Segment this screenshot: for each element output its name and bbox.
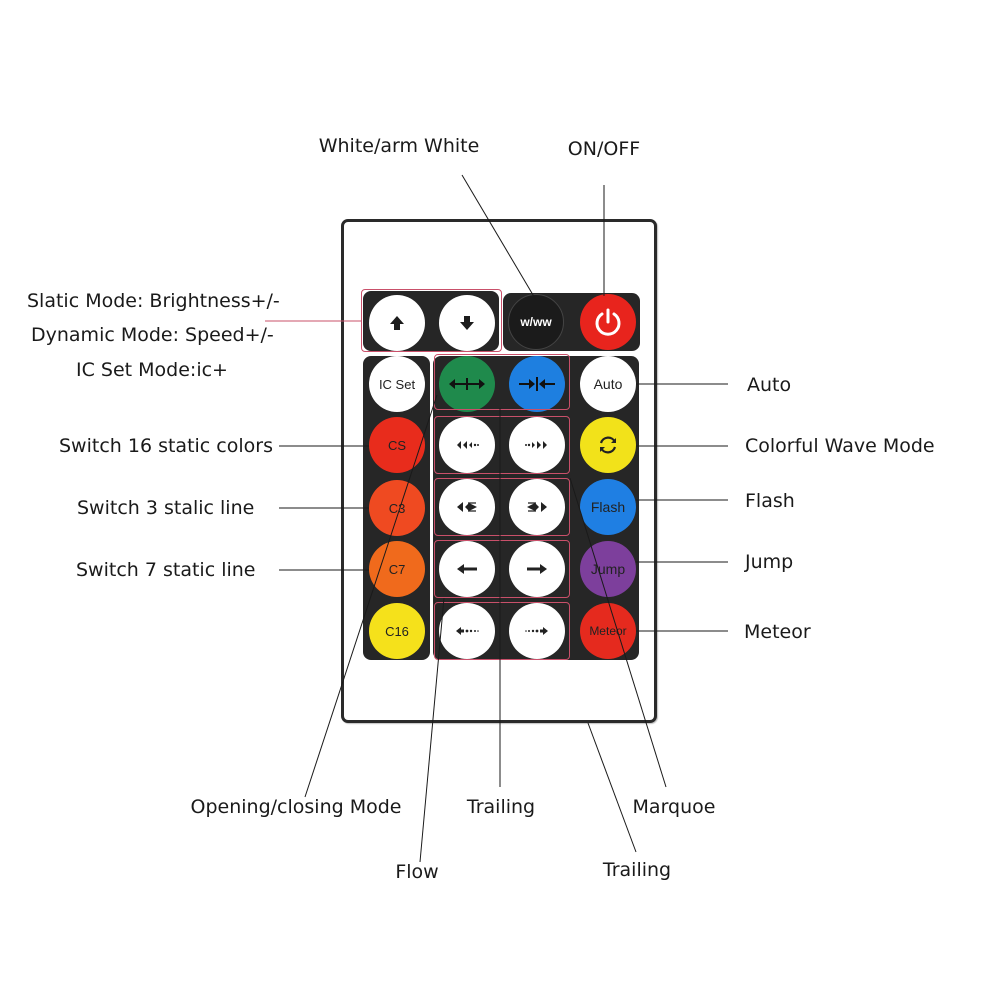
label-switch16: Switch 16 static colors xyxy=(59,435,273,457)
c7-button-label: C7 xyxy=(388,561,406,577)
label-ic-set-mode: IC Set Mode:ic+ xyxy=(76,359,228,381)
c3-button[interactable]: C3 xyxy=(369,480,425,536)
meteor-right-icon xyxy=(525,627,548,635)
white-warm-button-label: w/ww xyxy=(520,315,552,329)
arrows-outward-icon xyxy=(449,378,485,390)
meteor-left-button[interactable] xyxy=(439,603,495,659)
opening-mode-button[interactable] xyxy=(439,356,495,412)
c7-button[interactable]: C7 xyxy=(369,541,425,597)
label-jump: Jump xyxy=(745,551,794,573)
c3-button-label: C3 xyxy=(388,500,406,516)
cycle-icon xyxy=(599,436,617,454)
flow-right-button[interactable] xyxy=(509,541,565,597)
colorful-wave-button[interactable] xyxy=(580,417,636,473)
cs-button-label: CS xyxy=(387,437,407,453)
auto-button[interactable]: Auto xyxy=(580,356,636,412)
arrow-up-icon xyxy=(390,316,404,330)
arrows-inward-icon xyxy=(519,377,555,391)
label-white-warm: White/arm White xyxy=(318,135,480,157)
ic-set-button[interactable]: IC Set xyxy=(369,356,425,412)
label-trailing-center: Trailing xyxy=(466,796,536,818)
label-auto: Auto xyxy=(747,374,792,396)
trail-right-icon xyxy=(525,441,547,449)
label-colorful-wave: Colorful Wave Mode xyxy=(745,435,935,457)
jump-button-label: Jump xyxy=(590,561,626,577)
cs-button[interactable]: CS xyxy=(369,417,425,473)
arrow-right-icon xyxy=(527,564,547,574)
leader-trailing-bottom xyxy=(587,722,637,853)
trailing-left-button[interactable] xyxy=(439,417,495,473)
flash-button[interactable]: Flash xyxy=(580,479,636,535)
label-flash: Flash xyxy=(745,490,795,512)
marquee-left-button[interactable] xyxy=(439,479,495,535)
marquee-left-icon xyxy=(457,502,477,512)
ic-set-button-label: IC Set xyxy=(378,376,416,392)
trailing-right-button[interactable] xyxy=(509,417,565,473)
jump-button[interactable]: Jump xyxy=(580,541,636,597)
c16-button-label: C16 xyxy=(385,623,409,639)
power-button[interactable] xyxy=(580,294,636,350)
label-slatic-brightness: Slatic Mode: Brightness+/- xyxy=(27,290,280,312)
power-icon xyxy=(595,308,621,336)
arrow-left-icon xyxy=(457,564,477,574)
auto-button-label: Auto xyxy=(593,376,623,392)
arrow-down-icon xyxy=(460,316,474,330)
label-marquoe: Marquoe xyxy=(632,796,716,818)
label-switch7: Switch 7 static line xyxy=(76,559,256,581)
white-warm-button[interactable]: w/ww xyxy=(508,294,564,350)
meteor-right-button[interactable] xyxy=(509,603,565,659)
brightness-up-button[interactable] xyxy=(369,295,425,351)
label-meteor: Meteor xyxy=(744,621,811,643)
meteor-button[interactable]: Meteor xyxy=(580,603,636,659)
flow-left-button[interactable] xyxy=(439,541,495,597)
meteor-button-label: Meteor xyxy=(589,624,627,638)
c16-button[interactable]: C16 xyxy=(369,603,425,659)
label-flow: Flow xyxy=(395,861,439,883)
label-switch3: Switch 3 stalic line xyxy=(77,497,255,519)
label-opening-closing: Opening/closing Mode xyxy=(190,796,402,818)
label-trailing-bottom: Trailing xyxy=(602,859,672,881)
label-dynamic-speed: Dynamic Mode: Speed+/- xyxy=(31,324,274,346)
flash-button-label: Flash xyxy=(590,499,626,515)
meteor-left-icon xyxy=(456,627,479,635)
marquee-right-button[interactable] xyxy=(509,479,565,535)
label-on-off: ON/OFF xyxy=(567,138,641,160)
closing-mode-button[interactable] xyxy=(509,356,565,412)
marquee-right-icon xyxy=(527,502,547,512)
brightness-down-button[interactable] xyxy=(439,295,495,351)
trail-left-icon xyxy=(457,441,479,449)
